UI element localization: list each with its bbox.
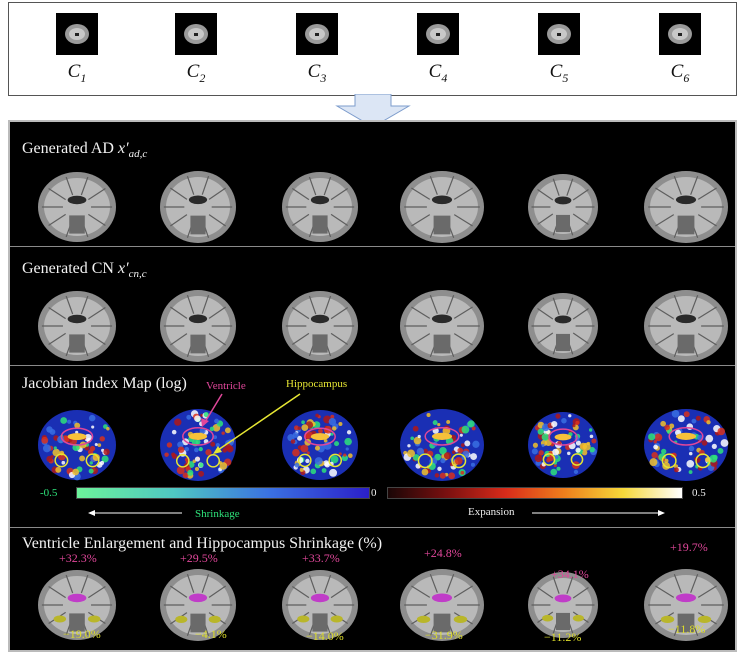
ventricle-percentage: +33.7%	[302, 551, 340, 566]
condition-panel: C1 C2 C3 C4 C5 C6	[8, 2, 737, 96]
condition-label: C4	[403, 61, 473, 86]
condition-thumbnail	[175, 13, 217, 55]
condition-label: C5	[524, 61, 594, 86]
condition-thumbnail	[538, 13, 580, 55]
condition-c2: C2	[161, 13, 231, 86]
hippocampus-percentage: −4.1%	[195, 627, 227, 642]
direction-arrows	[10, 122, 735, 650]
ventricle-percentage: +34.1%	[551, 567, 589, 582]
condition-label: C1	[42, 61, 112, 86]
expansion-label: Expansion	[468, 506, 514, 518]
results-panel: Generated AD x′ad,c Generated CN x′cn,c …	[8, 120, 737, 652]
ventricle-percentage: +29.5%	[180, 551, 218, 566]
condition-label: C2	[161, 61, 231, 86]
condition-thumbnail	[417, 13, 459, 55]
condition-label: C3	[282, 61, 352, 86]
ventricle-percentage: +24.8%	[424, 546, 462, 561]
ventricle-percentage: +19.7%	[670, 540, 708, 555]
hippocampus-percentage: −11.2%	[544, 630, 581, 645]
hippocampus-percentage: −19.0%	[63, 627, 101, 642]
condition-c3: C3	[282, 13, 352, 86]
condition-label: C6	[645, 61, 715, 86]
condition-thumbnail	[296, 13, 338, 55]
condition-c6: C6	[645, 13, 715, 86]
condition-c4: C4	[403, 13, 473, 86]
shrinkage-label: Shrinkage	[195, 508, 240, 520]
hippocampus-percentage: −11.8%	[668, 622, 705, 637]
condition-c5: C5	[524, 13, 594, 86]
condition-thumbnail	[56, 13, 98, 55]
condition-c1: C1	[42, 13, 112, 86]
hippocampus-percentage: −14.0%	[306, 629, 344, 644]
hippocampus-percentage: −31.9%	[425, 628, 463, 643]
condition-thumbnail	[659, 13, 701, 55]
ventricle-percentage: +32.3%	[59, 551, 97, 566]
